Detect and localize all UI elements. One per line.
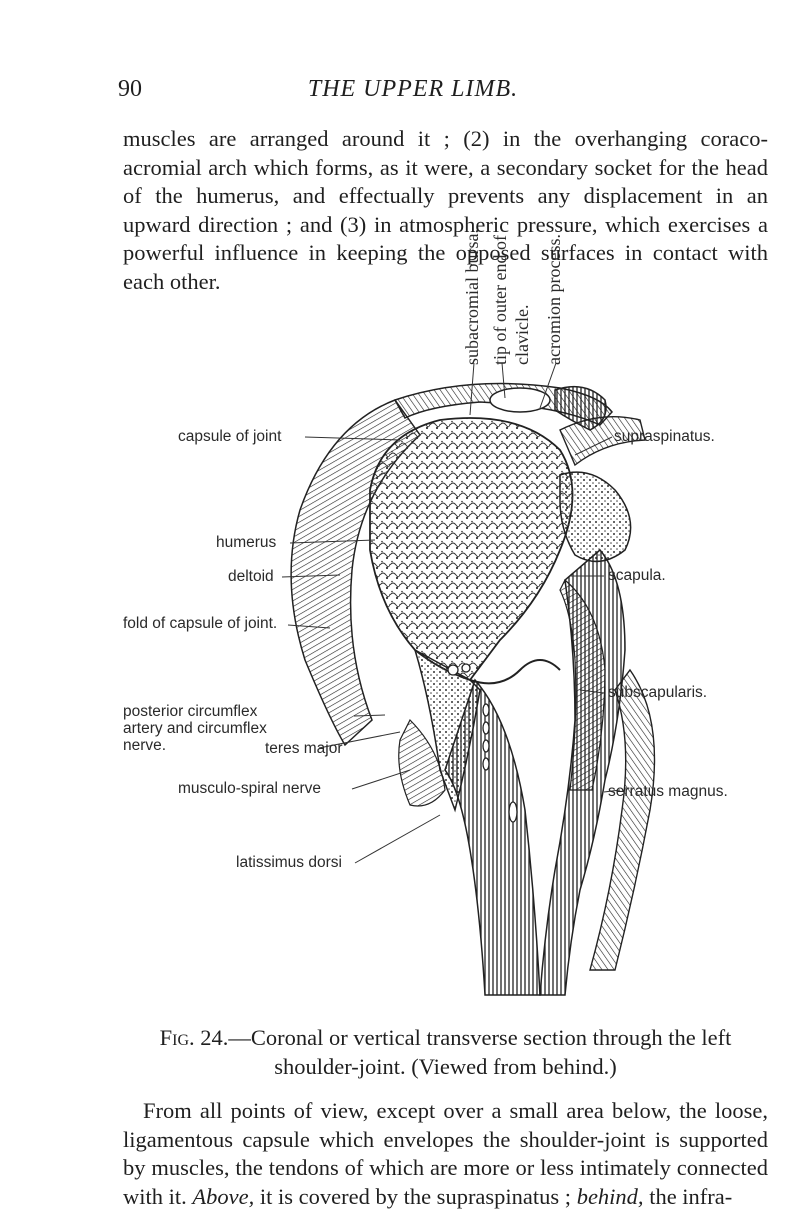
deltoid-muscle — [290, 399, 421, 747]
label-scapula: scapula. — [608, 567, 666, 584]
label-supraspinatus: supraspinatus. — [614, 428, 715, 445]
page-header: 90 THE UPPER LIMB. — [118, 76, 708, 108]
running-title: THE UPPER LIMB. — [307, 76, 519, 102]
humerus-head — [369, 417, 574, 682]
label-serratus-magnus: serratus magnus. — [608, 783, 728, 800]
closing-text-b: it is covered by the supraspinatus ; — [254, 1183, 577, 1209]
figure-caption: Fig. 24.—Coronal or vertical transverse … — [123, 1024, 768, 1081]
label-acromion: acromion process. — [544, 234, 564, 365]
page-number: 90 — [118, 76, 142, 102]
label-capsule-of-joint: capsule of joint — [178, 428, 282, 445]
label-deltoid: deltoid — [228, 568, 274, 585]
label-clavicle-line1: tip of outer end of — [490, 235, 510, 365]
closing-behind: behind, — [576, 1183, 644, 1209]
label-clavicle-line2: clavicle. — [512, 304, 532, 365]
serratus-muscle — [589, 668, 656, 971]
caption-text: —Coronal or vertical transverse section … — [228, 1025, 732, 1079]
label-subacromial-bursa: subacromial bursa. — [462, 229, 482, 365]
vessels — [447, 663, 518, 823]
label-teres-major: teres major — [265, 740, 343, 757]
intro-paragraph: muscles are arranged around it ; (2) in … — [123, 126, 768, 294]
label-posterior-circumflex: posterior circumflex artery and circumfl… — [123, 703, 267, 754]
closing-text-a: From all points of view, except over a s… — [123, 1098, 768, 1209]
label-latissimus-dorsi: latissimus dorsi — [236, 854, 342, 871]
label-humerus: humerus — [216, 534, 277, 551]
glenoid — [559, 471, 632, 563]
capsule-fold — [469, 659, 561, 685]
subscapularis-muscle — [559, 579, 606, 791]
subacromial-bursa-shape — [489, 387, 551, 413]
leader-lines — [281, 362, 621, 864]
closing-paragraph: From all points of view, except over a s… — [123, 1097, 768, 1211]
supraspinatus-muscle — [559, 416, 646, 467]
label-musculo-spiral-nerve: musculo-spiral nerve — [178, 780, 321, 797]
figure-number: Fig. 24. — [159, 1025, 229, 1050]
label-subscapularis: subscapularis. — [608, 684, 708, 701]
closing-above: Above, — [192, 1183, 255, 1209]
anatomical-drawing — [281, 362, 656, 996]
teres-major-muscle — [398, 718, 446, 807]
closing-text-c: the infra- — [643, 1183, 733, 1209]
shoulder-section-figure: subacromial bursa. tip of outer end of c… — [0, 229, 800, 1070]
teres-latissimus-mass — [444, 678, 541, 996]
label-fold-of-capsule: fold of capsule of joint. — [123, 615, 278, 632]
